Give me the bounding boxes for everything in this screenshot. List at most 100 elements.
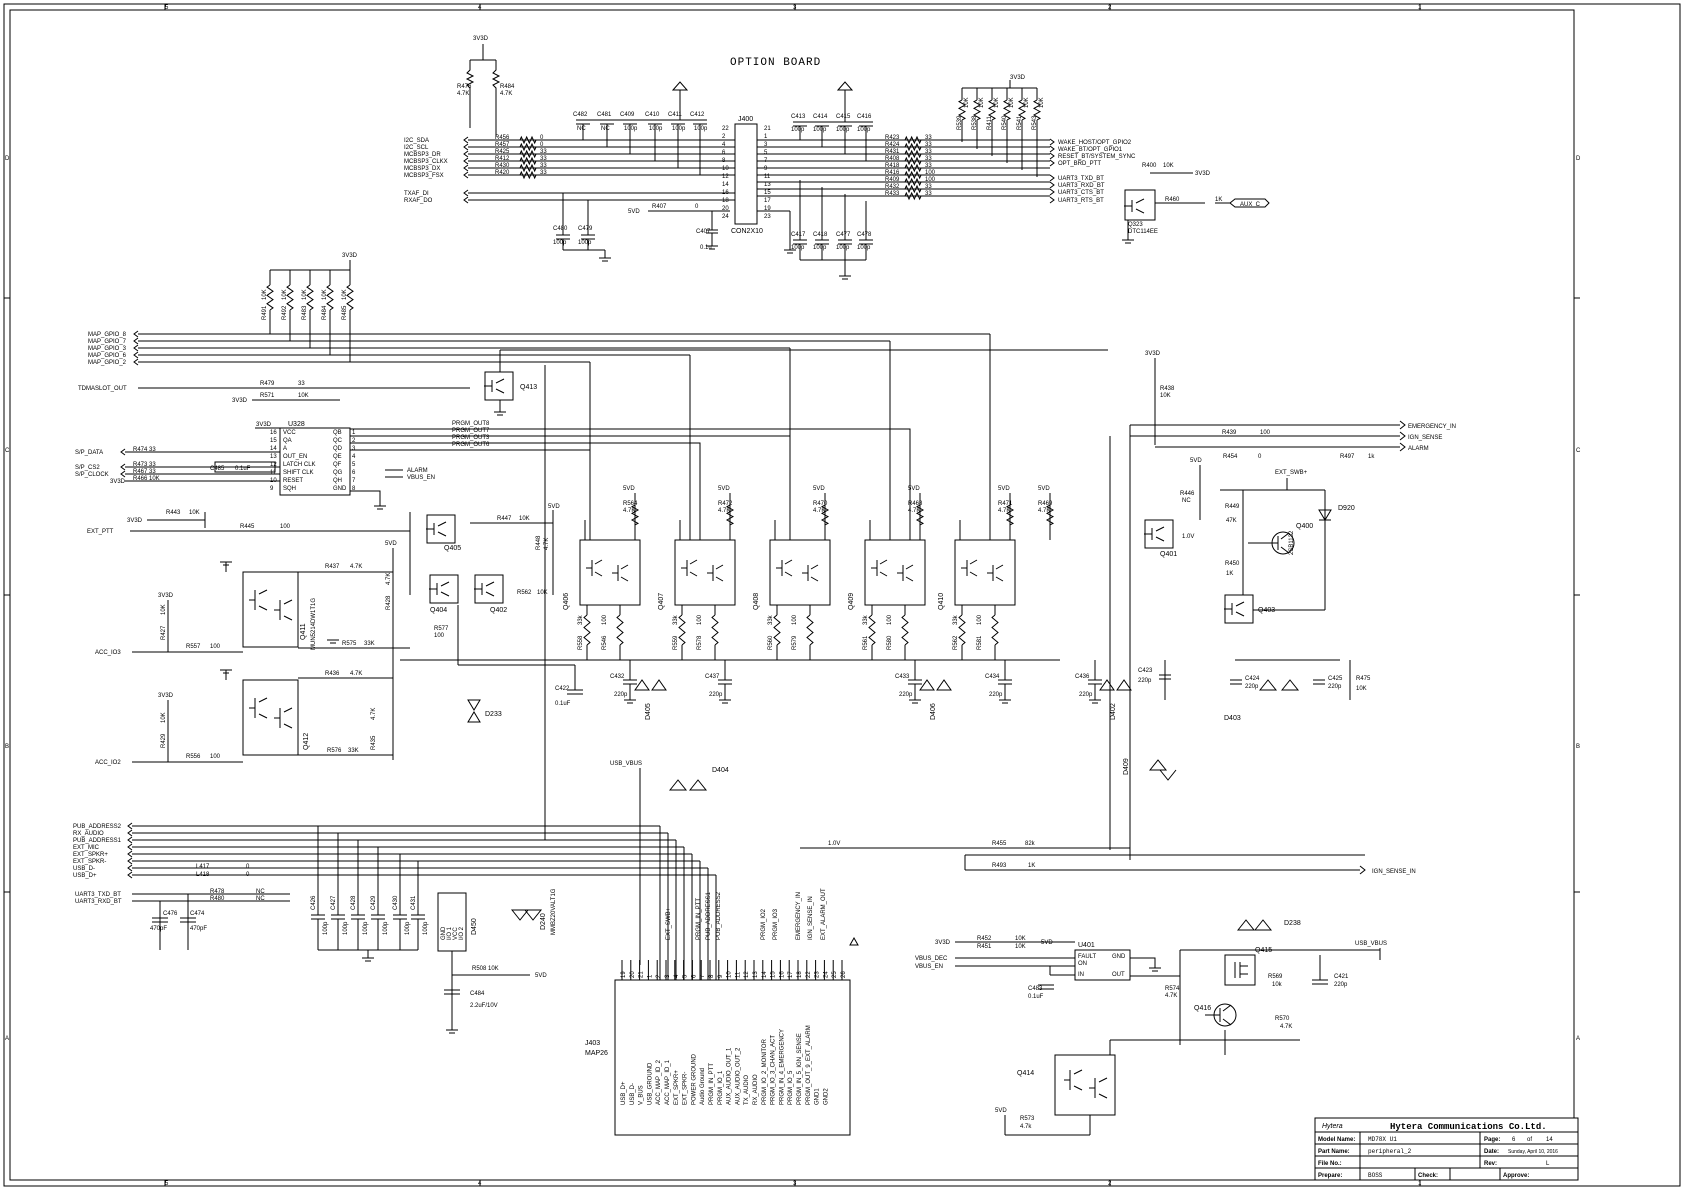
pin-name: ACC_MAP_ID_1 (665, 1059, 671, 1105)
cap-value: 100p (857, 127, 871, 133)
resistor-label: R539 (957, 115, 963, 130)
resistor-symbol (987, 99, 997, 121)
u401-section: U401 FAULT ON IN GND OUT 3V3D R452 10K R… (915, 919, 1387, 1136)
cap-value: 220p (614, 692, 628, 698)
resistor-label: R424 (885, 142, 900, 148)
option-board-right-caps: C413100pC417100pC414100pC418100pC415100p… (791, 81, 873, 280)
resistor-value: 1K (1028, 863, 1035, 869)
resistor-value: 1k (1368, 454, 1375, 460)
power-label: 3V3D (1010, 75, 1026, 81)
resistor-symbol (711, 614, 719, 646)
net-arrow (127, 850, 133, 858)
net-arrow (120, 463, 126, 471)
transistor-pair-q412 (242, 679, 299, 756)
net-arrow (127, 829, 133, 837)
resistor-value: 10K (189, 510, 200, 516)
pin-name: QD (333, 446, 343, 452)
resistor-symbol (991, 614, 999, 646)
net-label: MCBSP3_DX (404, 166, 440, 172)
net-arrow (1049, 145, 1055, 153)
transistor-label: Q409 (848, 593, 855, 610)
net-label: MAP_GPIO_8 (88, 332, 127, 338)
connector-ref: J403 (585, 1040, 600, 1047)
option-board-top-caps: C482NCC481NCC409100pC410100pC411100pC412… (573, 81, 708, 175)
row-mark: C (1576, 448, 1581, 454)
resistor-value: 10K (979, 97, 985, 108)
resistor-value: 10k (1272, 982, 1283, 988)
pin-number: 2 (352, 438, 356, 444)
resistor-value: 10K (161, 712, 167, 723)
net-label: PRGM_OUT3 (452, 435, 490, 441)
resistor-value: 100 (1260, 430, 1271, 436)
net-label: VBUS_EN (915, 964, 943, 970)
power-label: 5VD (1041, 940, 1053, 946)
col-mark: 3 (793, 5, 797, 11)
pin-number: 5 (352, 462, 356, 468)
net-label: S/P_CS2 (75, 465, 100, 471)
resistor-label: R455 (992, 841, 1007, 847)
resistor-value: 10K (322, 289, 328, 300)
pin-number: 14 (270, 446, 277, 452)
pin-number: 13 (270, 454, 277, 460)
power-label: 5VD (623, 486, 635, 492)
resistor-symbol (519, 163, 537, 173)
resistor-symbol (346, 284, 354, 311)
diode-label: D450 (471, 918, 478, 935)
net-label: ACC_IO3 (95, 650, 121, 656)
resistor-value: 4.7K (386, 573, 392, 585)
resistor-label: R562 (953, 635, 959, 650)
transistor-label: Q407 (658, 593, 665, 610)
resistor-value: 0 (540, 135, 544, 141)
page-total: 14 (1546, 1137, 1553, 1143)
pin-name: ACC_MAP_ID_2 (656, 1059, 662, 1105)
cap-label: C428 (351, 895, 357, 910)
net-label: EMERGENCY_IN (796, 892, 802, 940)
resistor-label: R412 (495, 156, 510, 162)
pin-number: 26 (841, 971, 847, 978)
pin-name: I/O 2 (459, 926, 465, 940)
resistor-symbol (915, 504, 925, 526)
date: Sunday, April 10, 2016 (1508, 1149, 1558, 1155)
pin-name: V_BUS (639, 1085, 645, 1105)
transistor-label: Q410 (938, 593, 945, 610)
transistor-part: DTC114EE (1128, 229, 1158, 235)
diode-label: D920 (1338, 505, 1355, 512)
cap-value: 100p (363, 921, 369, 935)
net-label: EXT_SPKR- (73, 859, 106, 865)
pin-number: 20 (722, 206, 729, 212)
shift-register-u328 (279, 427, 351, 496)
resistor-label: R452 (977, 936, 992, 942)
power-label: 3V3D (1145, 351, 1161, 357)
gpio-section: 3V3D MAP_GPIO_8MAP_GPIO_7MAP_GPIO_3MAP_G… (78, 253, 1108, 540)
resistor-label: R543 (1032, 115, 1038, 130)
pin-number: 17 (764, 198, 771, 204)
cap-value: NC (577, 126, 586, 132)
capacitor-symbol (859, 239, 873, 245)
cap-value: 470pF (190, 926, 207, 932)
capacitor-symbol (623, 119, 637, 125)
net-label: PUB_ADDRESS1 (73, 838, 122, 844)
pin-number: 20 (630, 971, 636, 978)
resistor-label: R556 (186, 754, 201, 760)
resistor-symbol (519, 170, 537, 180)
inductor-label: L417 (196, 864, 210, 870)
wire (380, 442, 701, 563)
row-mark: D (5, 156, 10, 162)
diode-label: D233 (485, 711, 502, 718)
net-arrow (133, 344, 139, 352)
row-mark: B (1576, 744, 1580, 750)
pin-name: RESET (283, 478, 303, 484)
title-block: Hytera Hytera Communications Co.Ltd. Mod… (1314, 1117, 1579, 1181)
connector-ref: J400 (738, 116, 753, 123)
page-number: 6 (1512, 1137, 1516, 1143)
capacitor-symbol (556, 234, 570, 240)
resistor-symbol (820, 504, 830, 526)
transistor-label: Q405 (444, 545, 461, 552)
capacitor-symbol (311, 914, 325, 920)
resistor-label: R562 (517, 590, 532, 596)
net-arrow (463, 171, 469, 179)
net-label: UART3_RXD_BT (75, 899, 122, 905)
resistor-value: 1K (1215, 197, 1222, 203)
